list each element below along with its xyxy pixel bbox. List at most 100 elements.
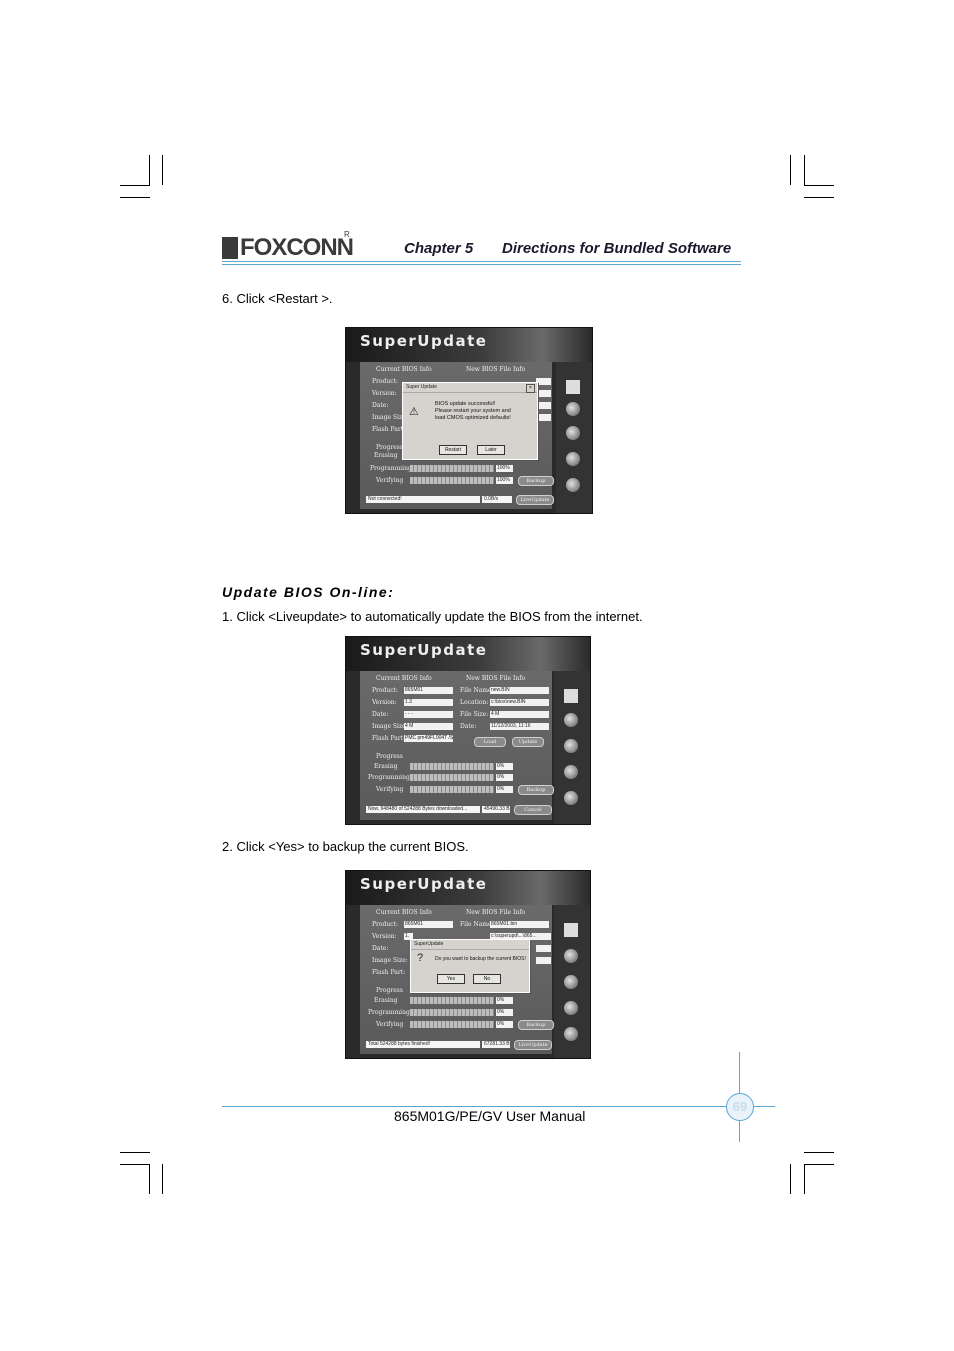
close-icon[interactable]: × <box>526 384 535 393</box>
backup-button[interactable]: Backup <box>518 785 554 795</box>
update-button[interactable]: Update <box>512 737 544 747</box>
header-rule <box>222 261 741 262</box>
liveupdate-button[interactable]: LiveUpdate <box>516 495 554 505</box>
programming-progress-bar <box>410 1009 494 1016</box>
verifying-progress-bar <box>410 477 494 484</box>
date-label: Date: <box>372 402 389 409</box>
new-bios-file-info-heading: New BIOS File Info <box>466 366 526 373</box>
nav-icon[interactable] <box>564 1001 578 1015</box>
update-success-dialog: Super Update × ⚠ BIOS update successful!… <box>402 382 538 460</box>
logo-text: FOXCONN <box>240 234 354 261</box>
erasing-progress-bar <box>410 997 494 1004</box>
foxconn-logo: FOXCONN R <box>222 230 354 262</box>
new-bios-file-info-heading: New BIOS File Info <box>466 909 526 916</box>
dialog-title: Super Update <box>403 383 537 393</box>
no-button[interactable]: No <box>473 974 501 984</box>
section-heading: Update BIOS On-line: <box>222 584 395 600</box>
nav-icon[interactable] <box>564 765 578 779</box>
date-label: Date: <box>372 711 389 718</box>
crop-mark <box>120 185 150 186</box>
step-2-text: 2. Click <Yes> to backup the current BIO… <box>222 839 469 854</box>
warning-icon: ⚠ <box>409 406 419 418</box>
step-6-text: 6. Click <Restart >. <box>222 291 333 306</box>
crop-mark <box>804 1164 834 1165</box>
flash-part-label: Flash Part: <box>372 735 406 742</box>
nav-icon[interactable] <box>566 452 580 466</box>
app-sidebar <box>554 905 590 1058</box>
progress-label: Progress <box>376 987 403 994</box>
verifying-label: Verifying <box>376 786 404 793</box>
new-file-field[interactable] <box>536 378 551 385</box>
load-button[interactable]: Load <box>474 737 506 747</box>
current-bios-info-heading: Current BIOS Info <box>376 675 432 682</box>
nav-icon[interactable] <box>564 713 578 727</box>
nav-icon[interactable] <box>564 791 578 805</box>
nav-icon[interactable] <box>564 949 578 963</box>
new-file-field[interactable] <box>536 402 551 409</box>
crop-mark <box>804 1152 834 1153</box>
programming-label: Programming <box>368 1009 410 1016</box>
file-name-field[interactable]: new.BIN <box>490 687 549 694</box>
crop-mark <box>790 1164 791 1194</box>
verifying-label: Verifying <box>376 1021 404 1028</box>
verifying-percent: 0% <box>496 786 513 793</box>
home-icon[interactable] <box>564 923 578 937</box>
crop-mark <box>120 1164 150 1165</box>
app-banner: SuperUpdate <box>346 637 590 671</box>
product-field: 865M01 <box>404 921 453 928</box>
new-bios-file-info-heading: New BIOS File Info <box>466 675 526 682</box>
dialog-title: SuperUpdate <box>411 940 529 950</box>
nav-icon[interactable] <box>564 739 578 753</box>
nav-icon[interactable] <box>566 478 580 492</box>
image-size-label: Image Size: <box>372 723 408 730</box>
later-button[interactable]: Later <box>477 445 505 455</box>
dialog-message: Do you want to backup the current BIOS! <box>435 956 526 962</box>
backup-button[interactable]: Backup <box>518 1020 554 1030</box>
crop-mark <box>804 185 834 186</box>
crop-mark <box>804 197 834 198</box>
date-field: - - - <box>404 711 453 718</box>
new-file-field <box>536 945 551 952</box>
verifying-label: Verifying <box>376 477 404 484</box>
new-file-field[interactable] <box>536 414 551 421</box>
nav-icon[interactable] <box>564 1027 578 1041</box>
programming-label: Programming <box>370 465 412 472</box>
yes-button[interactable]: Yes <box>437 974 465 984</box>
liveupdate-button[interactable]: LiveUpdate <box>514 1040 552 1050</box>
crop-mark <box>804 155 805 185</box>
erasing-percent: 0% <box>496 763 513 770</box>
file-date-field: 11/12/2003, 11:16 <box>490 723 549 730</box>
crop-mark <box>162 155 163 185</box>
status-bar-left: Not connected! <box>366 496 480 503</box>
progress-label: Progress <box>376 444 403 451</box>
cancel-button[interactable]: Cancel <box>514 805 552 815</box>
location-field[interactable]: c:\bios\new.BIN <box>490 699 549 706</box>
dialog-message-3: load CMOS optimized defaults! <box>435 415 511 421</box>
verifying-progress-bar <box>410 1021 494 1028</box>
location-field[interactable]: c:\superupd\...\865... <box>490 933 551 940</box>
programming-percent: 0% <box>496 774 513 781</box>
location-label: Location: <box>460 699 489 706</box>
app-banner: SuperUpdate <box>346 871 590 905</box>
verifying-progress-bar <box>410 786 494 793</box>
nav-icon[interactable] <box>566 402 580 416</box>
status-bar-right: 45490.33 B <box>482 806 510 813</box>
erasing-label: Erasing <box>374 763 398 770</box>
programming-percent: 0% <box>496 1009 513 1016</box>
file-name-field[interactable]: 865M01.bin <box>490 921 549 928</box>
version-field: 1. <box>404 933 413 940</box>
dialog-message-2: Please restart your system and <box>435 408 511 414</box>
date-label: Date: <box>372 945 389 952</box>
home-icon[interactable] <box>566 380 580 394</box>
crop-mark <box>120 197 150 198</box>
restart-button[interactable]: Restart <box>439 445 467 455</box>
programming-percent: 100% <box>496 465 513 472</box>
backup-button[interactable]: Backup <box>518 476 554 486</box>
nav-icon[interactable] <box>564 975 578 989</box>
file-name-label: File Name: <box>460 687 494 694</box>
home-icon[interactable] <box>564 689 578 703</box>
new-file-field[interactable] <box>536 390 551 397</box>
programming-progress-bar <box>410 465 494 472</box>
nav-icon[interactable] <box>566 426 580 440</box>
flash-part-label: Flash Part: <box>372 969 406 976</box>
